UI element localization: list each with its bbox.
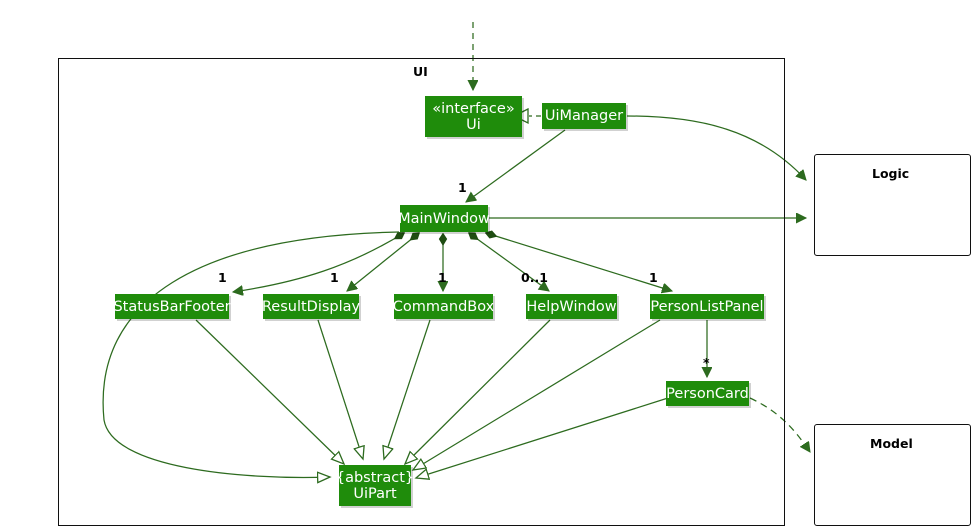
line-resultdisplay-uipart [317, 319, 363, 459]
line-mainwindow-uipart [102, 231, 400, 477]
multiplicity-statusbarfooter: 1 [218, 270, 227, 285]
package-ui-label: UI [413, 64, 428, 79]
class-commandbox-name: CommandBox [392, 298, 495, 315]
multiplicity-personlistpanel: 1 [649, 270, 658, 285]
package-logic [814, 154, 971, 256]
multiplicity-commandbox: 1 [438, 270, 447, 285]
class-mainwindow[interactable]: MainWindow [398, 205, 490, 232]
class-resultdisplay[interactable]: ResultDisplay [261, 294, 361, 319]
class-personcard[interactable]: PersonCard [666, 381, 749, 406]
line-commandbox-uipart [384, 319, 431, 459]
line-mainwindow-resultdisplay [347, 233, 419, 291]
line-personcard-uipart [416, 397, 669, 478]
class-personcard-name: PersonCard [666, 385, 749, 402]
class-uipart-name: UiPart [353, 485, 397, 502]
line-helpwindow-uipart [405, 319, 551, 464]
class-statusbarfooter[interactable]: StatusBarFooter [113, 294, 231, 319]
class-helpwindow-name: HelpWindow [526, 298, 617, 315]
package-logic-label: Logic [872, 166, 910, 181]
class-ui-name: Ui [466, 116, 481, 133]
line-mainwindow-personlistpanel [486, 233, 672, 291]
class-uimanager[interactable]: UiManager [542, 103, 626, 129]
line-personlistpanel-uipart [413, 319, 661, 470]
class-ui-interface[interactable]: «interface» Ui [425, 96, 522, 137]
class-mainwindow-name: MainWindow [398, 210, 490, 227]
class-statusbarfooter-name: StatusBarFooter [113, 298, 231, 315]
class-ui-stereotype: «interface» [432, 100, 515, 117]
multiplicity-helpwindow: 0..1 [521, 270, 548, 285]
line-uimanager-mainwindow [466, 129, 566, 202]
package-ui [58, 58, 785, 526]
class-helpwindow[interactable]: HelpWindow [526, 294, 617, 319]
class-uipart-stereotype: {abstract} [335, 469, 415, 486]
class-personlistpanel-name: PersonListPanel [650, 298, 764, 315]
class-personlistpanel[interactable]: PersonListPanel [650, 294, 764, 319]
multiplicity-uimanager-mainwindow: 1 [458, 180, 467, 195]
line-personcard-model [749, 397, 810, 452]
line-uimanager-logic [626, 115, 806, 180]
class-uipart[interactable]: {abstract} UiPart [335, 465, 415, 506]
class-resultdisplay-name: ResultDisplay [261, 298, 361, 315]
multiplicity-personcard: * [703, 355, 710, 370]
multiplicity-resultdisplay: 1 [330, 270, 339, 285]
package-model-label: Model [870, 436, 913, 451]
package-model [814, 424, 971, 526]
class-uimanager-name: UiManager [544, 108, 624, 124]
line-statusbarfooter-uipart [195, 319, 344, 464]
class-commandbox[interactable]: CommandBox [392, 294, 495, 319]
